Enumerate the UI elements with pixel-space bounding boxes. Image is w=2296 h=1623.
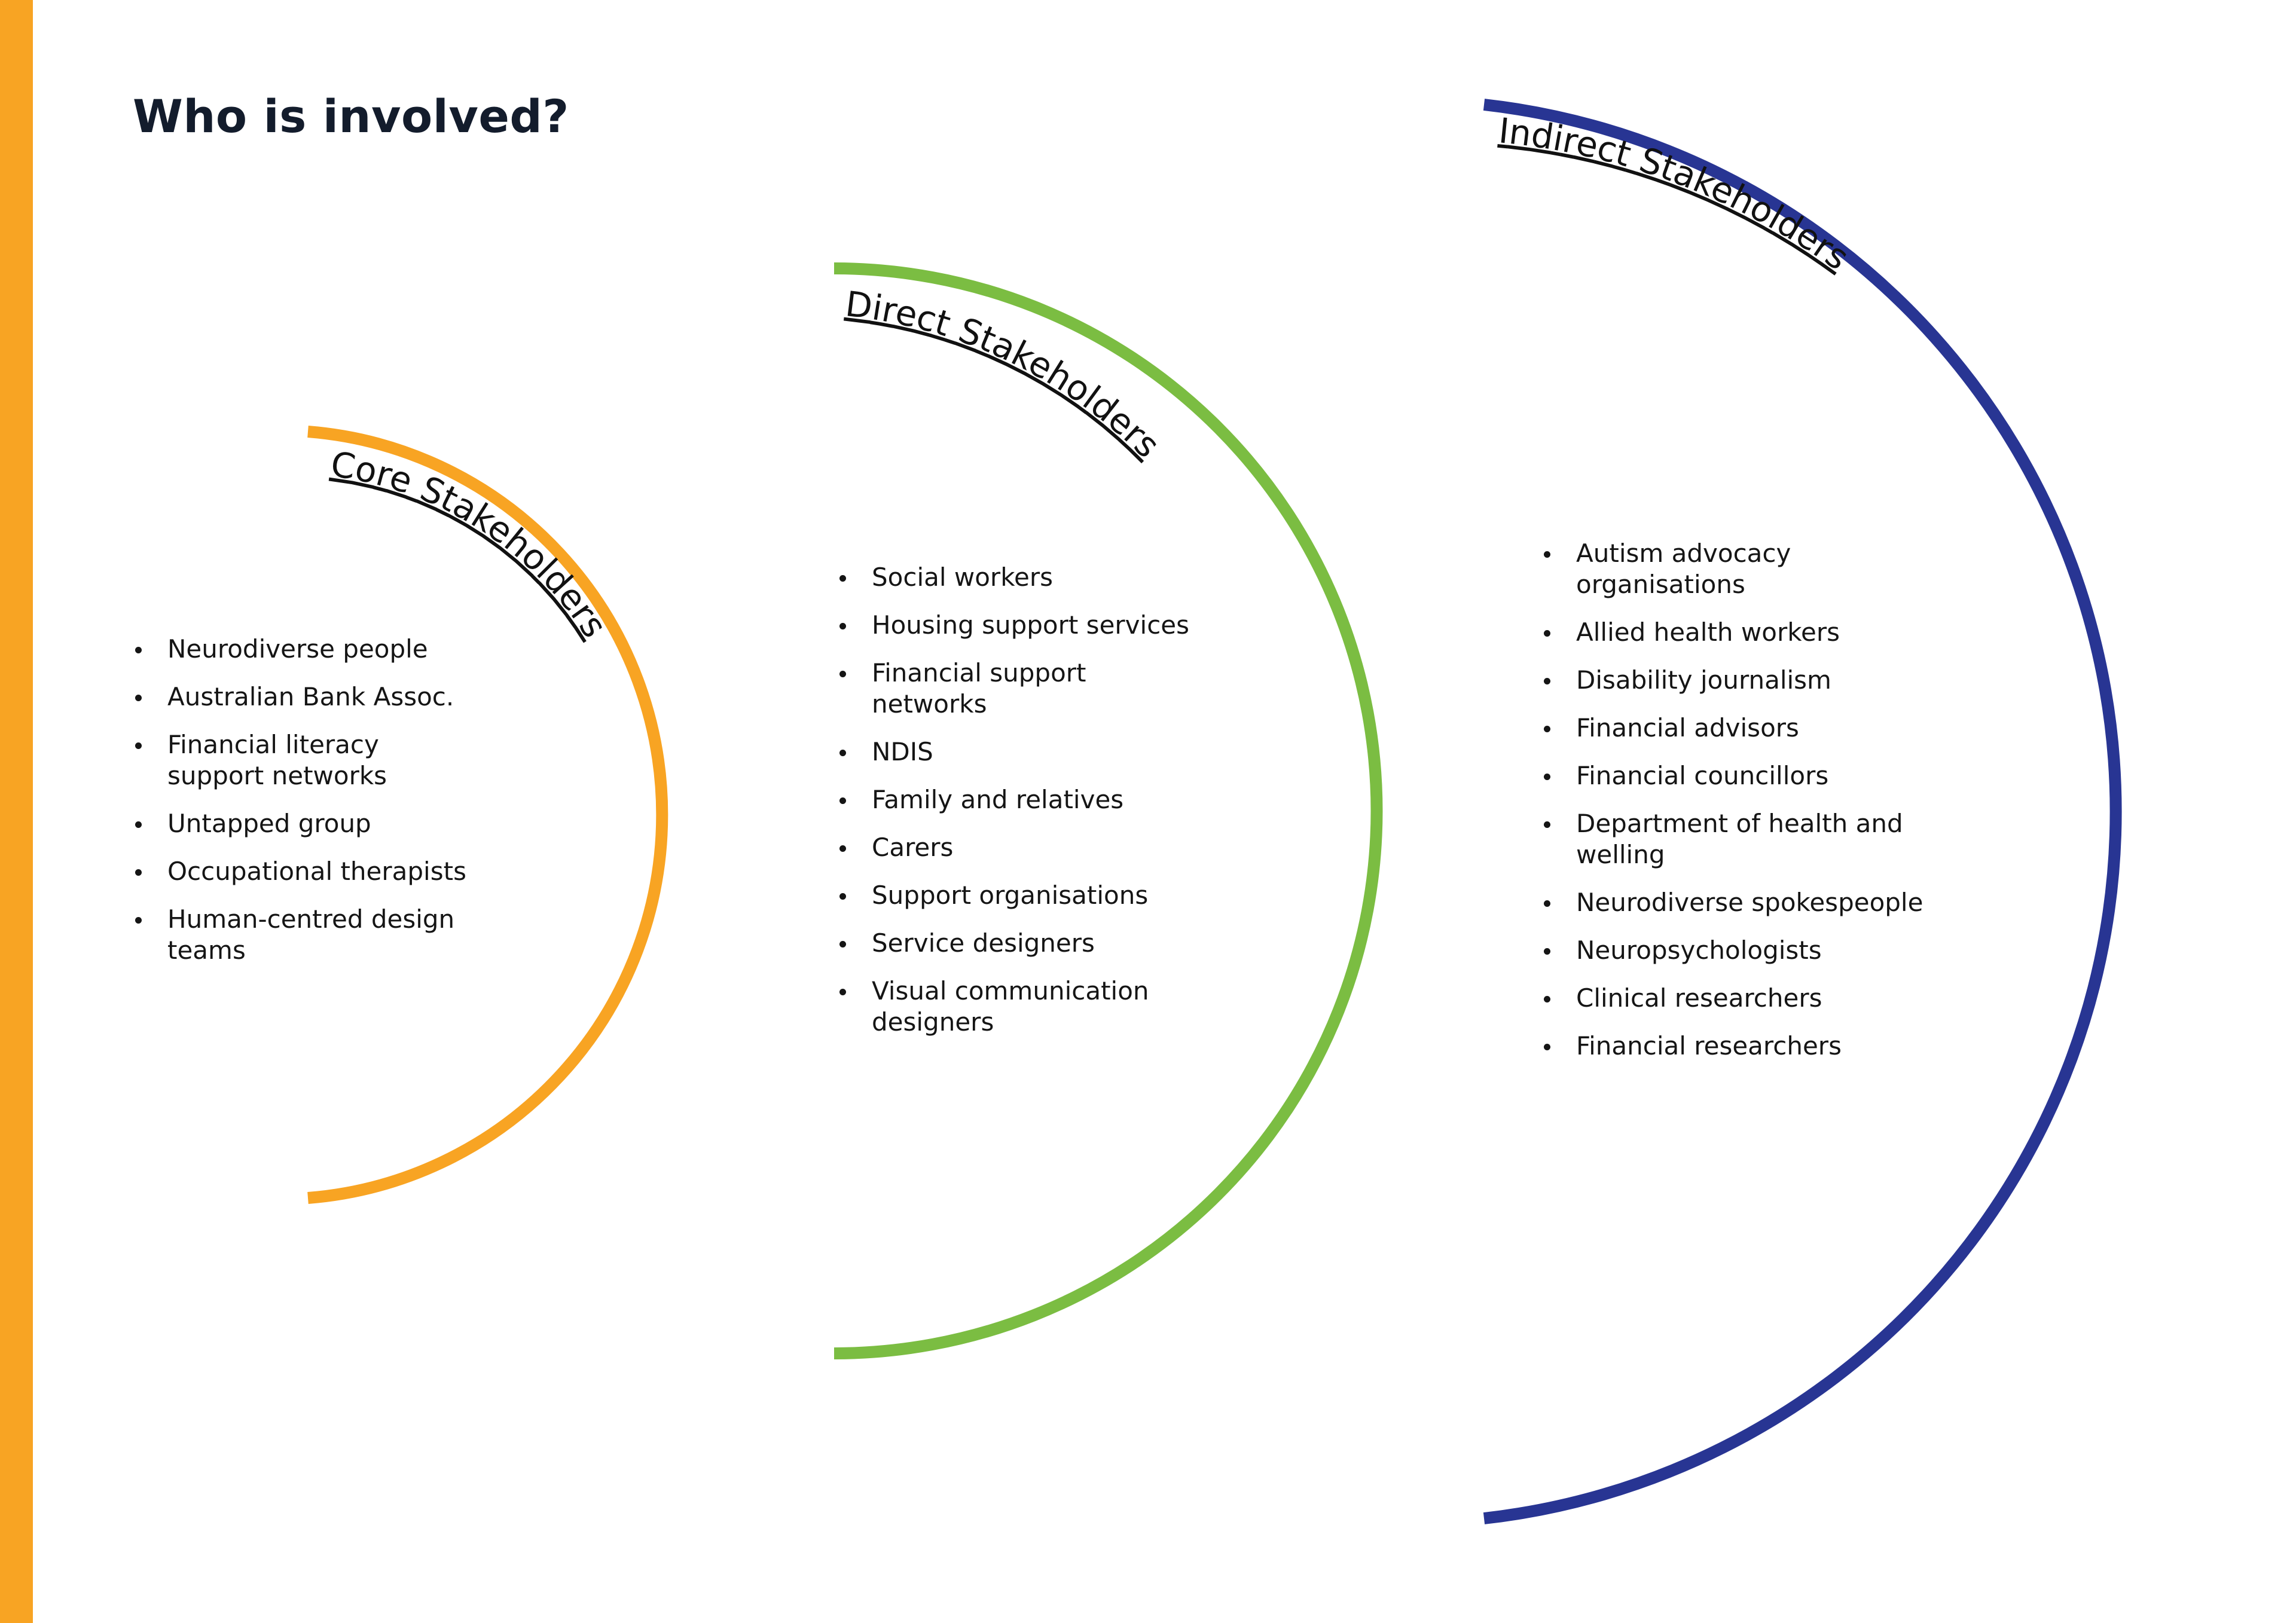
list-item: Support organisations [837, 880, 1196, 911]
direct-ring-arc [833, 262, 1383, 1359]
list-item: Financial councillors [1541, 760, 1924, 791]
list-item: Housing support services [837, 610, 1196, 641]
list-item: Allied health workers [1541, 617, 1924, 648]
list-item: Carers [837, 832, 1196, 863]
list-item: Financial support networks [837, 658, 1196, 720]
list-item: Disability journalism [1541, 665, 1924, 696]
accent-side-bar [0, 0, 33, 1623]
list-item: Visual communication designers [837, 976, 1196, 1038]
direct-ring-label: Direct Stakeholders [843, 283, 1168, 466]
core-ring-label: Core Stakeholders [328, 444, 615, 644]
list-item: Neuropsychologists [1541, 935, 1924, 966]
list-item: Financial researchers [1541, 1031, 1924, 1062]
indirect-ring-label: Indirect Stakeholders [1497, 110, 1857, 278]
list-item: Clinical researchers [1541, 983, 1924, 1014]
list-item: Occupational therapists [133, 856, 468, 887]
list-item: Human-centred design teams [133, 904, 468, 966]
direct-stakeholders-list: Social workers Housing support services … [837, 562, 1196, 1055]
list-item: NDIS [837, 736, 1196, 768]
page-title: Who is involved? [133, 90, 569, 143]
list-item: Service designers [837, 928, 1196, 959]
list-item: Untapped group [133, 808, 468, 839]
list-item: Financial literacy support networks [133, 729, 468, 791]
list-item: Neurodiverse spokespeople [1541, 887, 1924, 918]
core-stakeholders-list: Neurodiverse people Australian Bank Asso… [133, 634, 468, 983]
list-item: Social workers [837, 562, 1196, 593]
list-item: Financial advisors [1541, 713, 1924, 744]
list-item: Family and relatives [837, 784, 1196, 815]
core-ring-arc [307, 426, 668, 1204]
list-item: Australian Bank Assoc. [133, 681, 468, 713]
indirect-ring-arc [1483, 99, 2122, 1524]
list-item: Autism advocacy organisations [1541, 538, 1924, 600]
list-item: Department of health and welling [1541, 808, 1924, 870]
indirect-stakeholders-list: Autism advocacy organisations Allied hea… [1541, 538, 1924, 1078]
list-item: Neurodiverse people [133, 634, 468, 665]
